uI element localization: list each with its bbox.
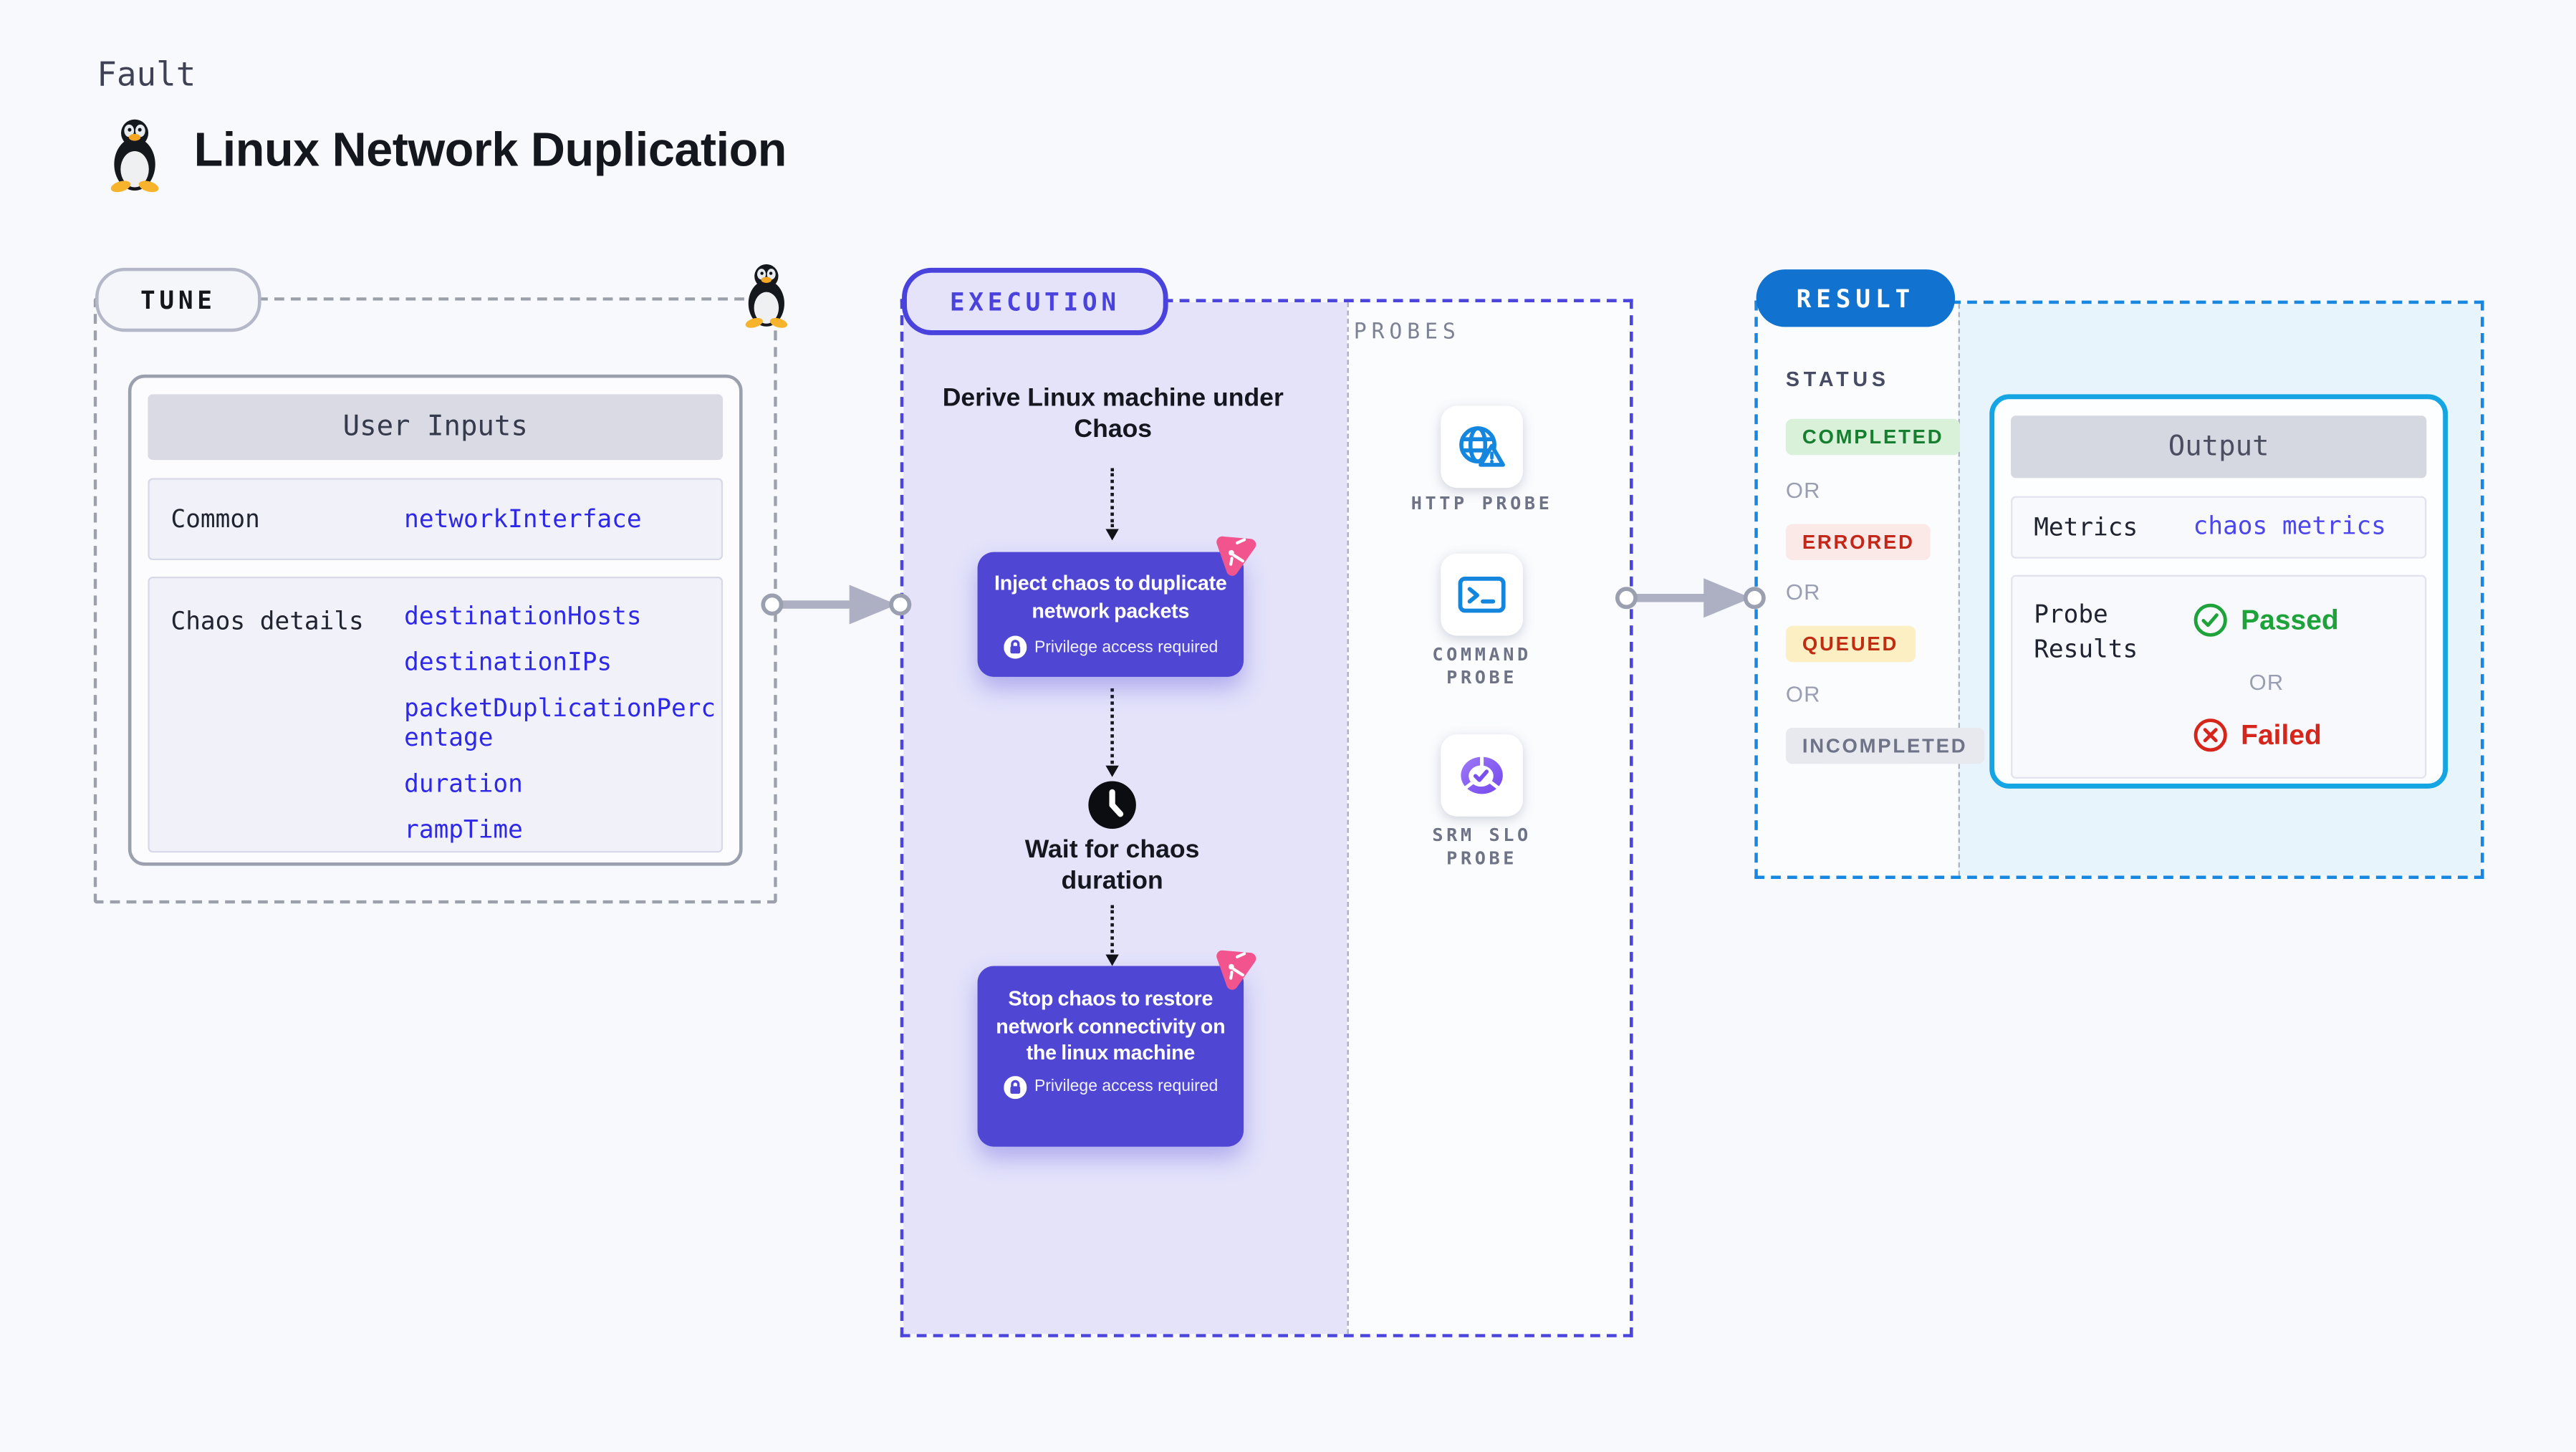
- output-header: Output: [2011, 415, 2427, 479]
- probe-label-text: SRM SLO PROBE: [1432, 824, 1532, 870]
- failed-label: Failed: [2241, 718, 2322, 750]
- tux-penguin-icon-small: [745, 264, 787, 328]
- input-value: destinationHosts: [404, 601, 642, 631]
- flow-arrowhead: [1105, 765, 1118, 777]
- probe-label-text: COMMAND PROBE: [1432, 643, 1532, 688]
- flow-arrowhead: [1105, 529, 1118, 541]
- status-area: [1757, 304, 1959, 876]
- flow-connector: [1110, 468, 1114, 528]
- user-inputs-card: User Inputs Common networkInterface Chao…: [128, 374, 743, 866]
- metrics-label: Metrics: [2034, 512, 2138, 542]
- status-badge-queued: QUEUED: [1785, 625, 1916, 663]
- stop-chaos-step: Stop chaos to restore network connectivi…: [977, 966, 1244, 1147]
- inject-chaos-text: Inject chaos to duplicate network packet…: [994, 572, 1227, 622]
- status-badge-completed: COMPLETED: [1785, 418, 1961, 456]
- derive-step-text: Derive Linux machine under Chaos: [942, 384, 1284, 444]
- fault-kicker: Fault: [97, 54, 196, 94]
- output-card: Output Metrics chaos metrics Probe Resul…: [1989, 394, 2448, 789]
- terminal-icon: [1458, 577, 1506, 613]
- check-circle-icon: [2193, 603, 2227, 637]
- command-probe-label: COMMAND PROBE: [1360, 644, 1603, 690]
- flow-connector: [1110, 688, 1114, 764]
- input-row-common: Common networkInterface: [148, 478, 724, 561]
- status-badge-incompleted: INCOMPLETED: [1785, 727, 1984, 764]
- input-row-values: networkInterface: [404, 504, 719, 550]
- probe-label-text: HTTP PROBE: [1410, 493, 1553, 514]
- input-value: destinationIPs: [404, 647, 612, 677]
- failed-row: Failed: [2193, 718, 2322, 752]
- wait-step-text: Wait for chaos duration: [1024, 836, 1200, 895]
- srm-slo-probe-card: [1441, 734, 1523, 817]
- command-probe-card: [1441, 553, 1523, 636]
- output-metrics-row: Metrics chaos metrics: [2011, 496, 2427, 559]
- http-probe-card: [1441, 405, 1523, 489]
- http-probe-label: HTTP PROBE: [1360, 493, 1603, 516]
- lock-icon: [1003, 1075, 1027, 1099]
- arrow-tune-to-execution: [761, 585, 912, 625]
- user-inputs-header: User Inputs: [148, 394, 724, 461]
- or-separator: OR: [2249, 670, 2284, 696]
- input-row-chaos-details: Chaos details destinationHosts destinati…: [148, 576, 724, 853]
- execution-section-box: [900, 299, 1633, 1337]
- tux-penguin-icon: [110, 119, 159, 193]
- metrics-value: chaos metrics: [2193, 511, 2386, 541]
- stop-chaos-text: Stop chaos to restore network connectivi…: [996, 987, 1226, 1065]
- input-row-label: Common: [170, 504, 260, 534]
- privilege-row: Privilege access required: [978, 1075, 1244, 1099]
- input-row-values: destinationHosts destinationIPs packetDu…: [404, 601, 719, 860]
- x-circle-icon: [2193, 718, 2227, 752]
- srm-slo-probe-label: SRM SLO PROBE: [1360, 824, 1603, 870]
- inject-chaos-step: Inject chaos to duplicate network packet…: [977, 552, 1244, 677]
- privilege-label: Privilege access required: [1034, 1077, 1219, 1096]
- tune-pill: TUNE: [95, 267, 261, 332]
- passed-row: Passed: [2193, 603, 2339, 638]
- privilege-row: Privilege access required: [978, 635, 1244, 659]
- status-badge-errored: ERRORED: [1785, 524, 1931, 561]
- probes-heading: PROBES: [1353, 320, 1461, 345]
- probe-results-label: Probe Results: [2034, 600, 2138, 664]
- input-value: packetDuplicationPercentage: [404, 693, 716, 753]
- input-row-label: Chaos details: [170, 606, 364, 636]
- result-pill: RESULT: [1756, 269, 1956, 327]
- or-separator: OR: [1785, 478, 1821, 503]
- input-value: networkInterface: [404, 504, 642, 534]
- execution-pill: EXECUTION: [902, 267, 1168, 335]
- slo-pie-check-icon: [1461, 755, 1503, 794]
- chaos-logo-icon: [1216, 536, 1256, 576]
- clock-icon: [1088, 781, 1136, 830]
- or-separator: OR: [1785, 681, 1821, 707]
- passed-label: Passed: [2241, 603, 2339, 635]
- input-value: duration: [404, 769, 523, 799]
- flow-connector: [1110, 905, 1114, 953]
- globe-alert-icon: [1459, 426, 1505, 467]
- input-value: rampTime: [404, 814, 523, 845]
- or-separator: OR: [1785, 580, 1821, 605]
- chaos-logo-icon: [1216, 950, 1256, 990]
- page-title: Linux Network Duplication: [193, 125, 787, 178]
- arrow-execution-to-result: [1615, 578, 1766, 618]
- output-probe-results-row: Probe Results Passed OR Failed: [2011, 574, 2427, 779]
- lock-icon: [1003, 635, 1027, 659]
- status-heading: STATUS: [1785, 367, 1890, 391]
- privilege-label: Privilege access required: [1034, 638, 1219, 657]
- flow-arrowhead: [1105, 954, 1118, 966]
